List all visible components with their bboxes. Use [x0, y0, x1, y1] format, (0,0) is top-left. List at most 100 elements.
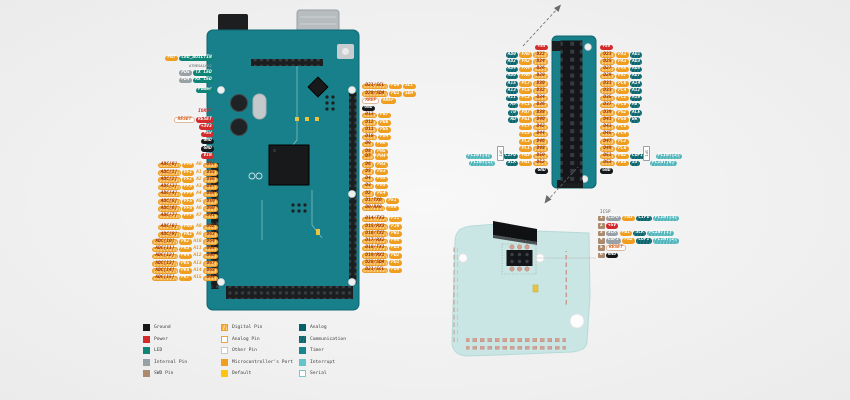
pin-label: 3: [598, 230, 605, 237]
pin-label: COPI: [636, 238, 652, 244]
pin-row: GND: [420, 167, 548, 174]
legend-item: Default: [221, 370, 295, 378]
pin-row: +5V: [128, 131, 214, 138]
legend-label: Analog: [310, 325, 327, 330]
pin-label: PC6: [615, 81, 629, 87]
pin-label: PE4: [375, 191, 388, 197]
pin-label: D63: [203, 232, 218, 238]
pin-label: D41: [600, 117, 615, 123]
pin-label: PH4: [375, 155, 388, 161]
rotation-axis-bottom: [544, 166, 579, 204]
pin-label: A12: [629, 88, 643, 94]
pin-label: ADC[13]: [152, 261, 178, 267]
pin-label: PC5: [519, 88, 533, 94]
mounting-holes: [217, 86, 356, 286]
pin-label: D58: [203, 192, 218, 198]
pin-label: PK0: [181, 225, 195, 231]
pin-label: PA7: [615, 74, 629, 80]
pin-label: PC2: [615, 95, 629, 102]
pin-label: PD3: [388, 246, 402, 252]
pin-label: 4: [598, 237, 605, 244]
pin-label: IOREF: [197, 109, 212, 115]
pin-label: +3V3: [198, 124, 214, 130]
spi-bracket-right: SPI: [643, 146, 650, 161]
icsp-pads: [509, 244, 530, 272]
pin-label: PB1: [619, 230, 633, 237]
pin-label: PL1: [519, 146, 533, 152]
legend-item: Communication: [299, 335, 373, 343]
pin-label: A11: [193, 246, 202, 252]
pin-label: ADC[9]: [157, 232, 181, 238]
pin-label: ADC[3]: [157, 184, 181, 191]
legend-label: Internal Pin: [154, 359, 188, 365]
pin-label: PH0: [388, 238, 402, 245]
pin-label: PD0: [388, 267, 402, 274]
pin-label: D4: [362, 176, 374, 183]
pin-label: D7: [362, 155, 374, 161]
rotation-axis-top: [522, 4, 561, 47]
pin-label: PCINT[2]: [655, 153, 683, 160]
pin-row: IOREF: [128, 109, 214, 116]
pin-label: PB2: [622, 238, 636, 244]
pin-label: PB7: [165, 56, 178, 62]
pin-row: +3V3: [128, 124, 214, 131]
pin-label: D44: [533, 132, 548, 138]
pin-label: PF7: [181, 213, 195, 220]
pin-label: D30: [533, 81, 548, 87]
pin-label: COPI: [605, 238, 622, 244]
pin-label: PD0: [388, 84, 402, 90]
pin-label: PD5: [179, 70, 192, 76]
legend-item: Ground: [143, 324, 217, 331]
pin-label: Power: [195, 88, 214, 94]
pin-label: D53: [600, 161, 615, 167]
pin-label: D49: [600, 146, 615, 152]
pin-label: D5: [362, 169, 374, 175]
pin-label: PC1: [519, 103, 533, 109]
pin-label: PCINT[3]: [465, 153, 493, 160]
pin-label: PF3: [181, 184, 195, 191]
pin-label: AREF: [362, 98, 380, 104]
pin-label: D61: [203, 213, 218, 220]
legend-item: SWD Pin: [143, 370, 217, 378]
pin-label: PH1: [388, 231, 402, 237]
pin-label: D57: [203, 184, 218, 191]
pin-row: VIN: [128, 153, 214, 160]
pin-label: D69: [203, 275, 218, 282]
pin-label: D64: [203, 239, 218, 245]
pin-label: AD1: [629, 52, 643, 58]
pin-label: ADC[5]: [157, 199, 181, 205]
legend-swatch-port-icon: [221, 358, 228, 366]
pin-label: AREF: [380, 98, 397, 104]
pin-label: PCINT[0]: [650, 161, 677, 167]
pin-label: PK6: [178, 268, 192, 274]
pin-label: D1/TX0: [362, 198, 385, 204]
legend-label: Default: [232, 371, 252, 377]
pin-label: ADC[15]: [152, 275, 178, 282]
pin-row: GND: [362, 105, 472, 112]
pin-label: PE3: [375, 169, 388, 175]
legend-swatch-othout-icon: [221, 347, 228, 355]
pin-label: +5V: [605, 223, 619, 229]
legend-label: Serial: [310, 371, 327, 377]
pin-label: PD2: [388, 253, 402, 259]
